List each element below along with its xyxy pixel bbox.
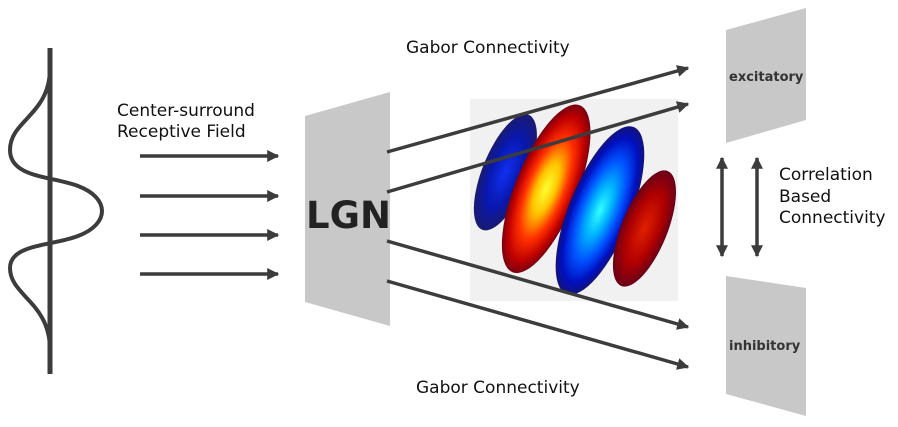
excitatory-block (726, 8, 806, 143)
gabor-arrow-excitatory-1 (386, 65, 690, 154)
gabor-filter-image (470, 99, 678, 301)
gabor-arrows (386, 65, 690, 370)
inhibitory-label: inhibitory (729, 339, 801, 354)
correlation-line-2: Based (779, 186, 832, 207)
gabor-arrow-excitatory-2 (386, 101, 690, 194)
gabor-lobe-blue-center (555, 126, 645, 295)
gabor-arrow-inhibitory-1 (386, 239, 690, 330)
center-surround-label: Center-surround Receptive Field (117, 101, 255, 143)
center-surround-line: Center-surround (117, 101, 255, 121)
receptive-field-profile (7, 48, 104, 374)
gabor-arrow-inhibitory-2 (386, 279, 690, 370)
correlation-arrows (716, 156, 763, 258)
correlation-line-1: Correlation (779, 165, 873, 185)
gabor-connectivity-bottom-label: Gabor Connectivity (416, 378, 580, 398)
input-arrows (140, 150, 280, 280)
inhibitory-block (726, 276, 806, 416)
receptive-field-line: Receptive Field (117, 122, 246, 142)
gabor-connectivity-top-label: Gabor Connectivity (406, 38, 570, 58)
gabor-lobe-blue-outer (473, 114, 537, 231)
lgn-block (305, 92, 390, 326)
correlation-line-3: Connectivity (779, 208, 886, 228)
excitatory-label: excitatory (729, 70, 804, 85)
gabor-lobe-red-center (501, 104, 591, 274)
gabor-lobe-red-outer (612, 170, 676, 287)
correlation-label: Correlation Based Connectivity (779, 165, 886, 230)
lgn-label: LGN (306, 194, 391, 237)
center-surround-curve (7, 67, 104, 351)
